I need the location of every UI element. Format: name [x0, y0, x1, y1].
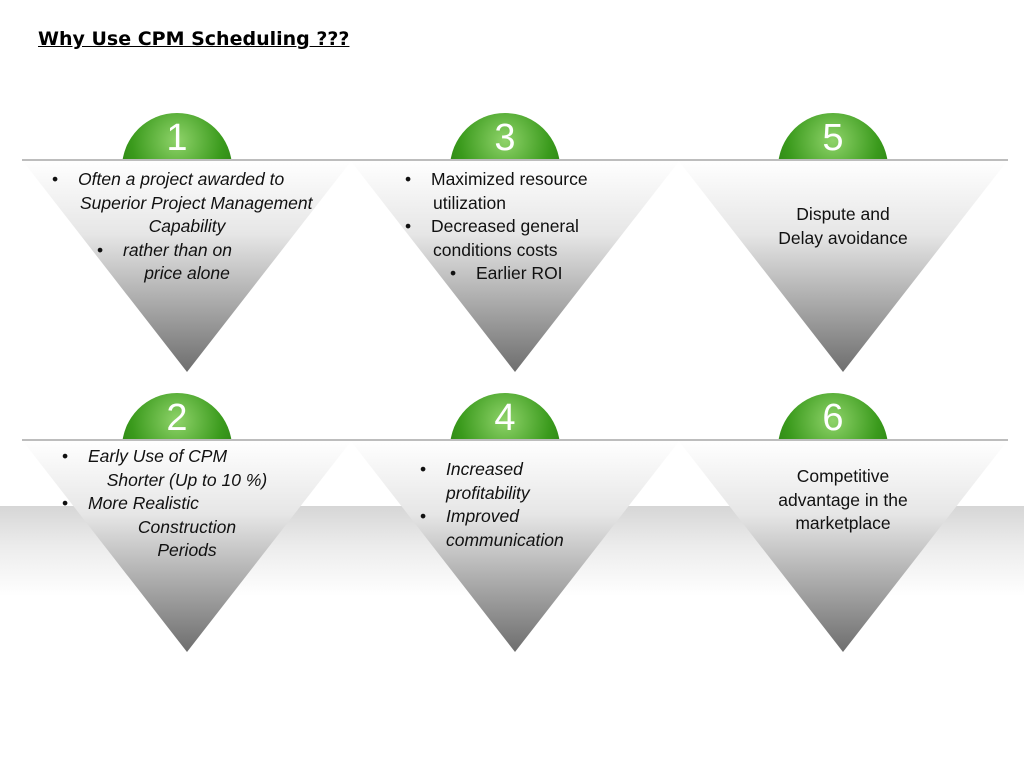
text-line-content: Early Use of CPM: [88, 446, 228, 466]
card-text: Competitive advantage in the marketplace: [738, 465, 948, 536]
text-line: conditions costs: [405, 239, 635, 263]
number-badge: [450, 113, 560, 160]
bullet-marker: •: [450, 263, 457, 283]
triangle-shape: [350, 388, 680, 652]
text-line-content: profitability: [446, 482, 530, 503]
step-number: 5: [822, 117, 844, 159]
text-line: • Maximized resource: [405, 168, 635, 192]
text-line: Competitive: [738, 465, 948, 489]
text-line: • Decreased general: [405, 215, 635, 239]
bullet-marker: •: [405, 169, 412, 189]
inverted-triangle: [678, 440, 1008, 652]
step-number: 4: [494, 397, 516, 439]
bullet-marker: •: [420, 459, 427, 479]
card-text: • Early Use of CPM Shorter (Up to 10 %) • Mo…: [62, 445, 312, 563]
text-line-content: marketplace: [795, 513, 891, 533]
text-line: Capability: [52, 215, 322, 239]
text-line-content: conditions costs: [433, 239, 558, 260]
triangle-shape: [22, 388, 352, 652]
text-line: • More Realistic: [62, 492, 312, 516]
text-line: • Early Use of CPM: [62, 445, 312, 469]
text-line-content: rather than on: [123, 239, 232, 260]
text-line: • Improved: [420, 505, 620, 529]
text-line: Dispute and: [738, 203, 948, 227]
text-line-content: Earlier ROI: [476, 263, 563, 283]
step-number: 6: [822, 397, 844, 439]
text-line: utilization: [405, 192, 635, 216]
text-line-content: Shorter (Up to 10 %): [106, 469, 268, 490]
triangle-shape: [678, 388, 1008, 652]
bullet-marker: •: [405, 216, 412, 236]
card-text: • Maximized resource utilization • Decreased…: [405, 168, 635, 286]
bullet-marker: •: [97, 239, 104, 260]
text-line-content: Construction: [137, 516, 237, 537]
bullet-marker: •: [62, 493, 69, 513]
text-line-content: Periods: [157, 540, 217, 560]
text-line: advantage in the: [738, 489, 948, 513]
text-line: Construction: [62, 516, 312, 540]
text-line-content: Improved: [446, 506, 519, 526]
page-title: Why Use CPM Scheduling ???: [38, 28, 350, 50]
step-number: 2: [166, 397, 188, 439]
text-line-content: Increased: [446, 459, 523, 479]
card-text: • Increased profitability • Improved communic…: [420, 458, 620, 552]
number-badge: [778, 393, 888, 440]
step-card-4: 4 • Increased profitability • Improved communi…: [350, 386, 680, 656]
bullet-marker: •: [52, 169, 59, 189]
text-line-content: Capability: [148, 216, 226, 236]
text-line-content: Often a project awarded to: [78, 169, 285, 189]
text-line: marketplace: [738, 512, 948, 536]
text-line: profitability: [420, 482, 620, 506]
text-line-content: More Realistic: [88, 493, 199, 513]
text-line-content: Competitive: [796, 466, 890, 486]
text-line-content: communication: [446, 529, 564, 550]
text-line: • Often a project awarded to: [52, 168, 322, 192]
text-line: Superior Project Management: [52, 192, 322, 216]
number-badge: [778, 113, 888, 160]
triangle-shape: [678, 108, 1008, 372]
inverted-triangle: [350, 440, 680, 652]
number-badge: [122, 113, 232, 160]
step-card-1: 1 • Often a project awarded to Superior Pro…: [22, 106, 352, 376]
step-card-3: 3 • Maximized resource utilization • Decrease…: [350, 106, 680, 376]
text-line: Delay avoidance: [738, 227, 948, 251]
bullet-marker: •: [62, 446, 69, 466]
text-line: Shorter (Up to 10 %): [62, 469, 312, 493]
text-line: communication: [420, 529, 620, 553]
text-line-content: Maximized resource: [431, 169, 588, 189]
step-card-2: 2 • Early Use of CPM Shorter (Up to 10 %) • M…: [22, 386, 352, 656]
text-line-content: price alone: [144, 263, 230, 283]
text-line-content: Dispute and: [796, 204, 890, 224]
number-badge: [122, 393, 232, 440]
step-number: 3: [494, 117, 516, 159]
step-number: 1: [166, 117, 188, 159]
text-line-content: Delay avoidance: [778, 227, 908, 248]
card-text: • Often a project awarded to Superior Proj…: [52, 168, 322, 286]
text-line: price alone: [52, 262, 322, 286]
triangle-shape: [350, 108, 680, 372]
text-line-content: utilization: [433, 192, 506, 213]
triangle-shape: [22, 108, 352, 372]
text-line-content: Superior Project Management: [80, 192, 313, 213]
number-badge: [450, 393, 560, 440]
text-line-content: advantage in the: [778, 489, 908, 510]
text-line-content: Decreased general: [431, 216, 579, 236]
inverted-triangle: [350, 160, 680, 372]
text-line: • Increased: [420, 458, 620, 482]
bullet-marker: •: [420, 506, 427, 526]
text-line: • Earlier ROI: [405, 262, 635, 286]
text-line: • rather than on: [52, 239, 322, 263]
inverted-triangle: [22, 160, 352, 372]
inverted-triangle: [22, 440, 352, 652]
inverted-triangle: [678, 160, 1008, 372]
text-line: Periods: [62, 539, 312, 563]
